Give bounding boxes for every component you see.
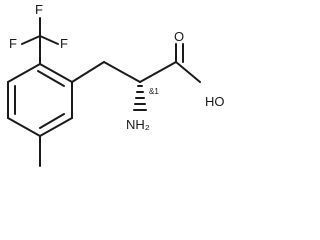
trifluoromethyl-group: F F F <box>9 2 68 65</box>
fluorine-top-label: F <box>35 2 43 17</box>
oxygen-label: O <box>174 29 184 44</box>
fluorine-left-label: F <box>9 36 17 51</box>
stereo-flag-label: &1 <box>149 87 159 96</box>
structure-diagram: F F F &1 O HO NH₂ <box>7 2 225 167</box>
amine-label: NH₂ <box>126 117 150 132</box>
side-chain <box>71 43 201 83</box>
hydroxyl-label: HO <box>205 94 225 109</box>
benzene-ring <box>7 63 73 137</box>
fluorine-right-label: F <box>60 36 68 51</box>
stereo-hashed-wedge <box>133 85 147 111</box>
